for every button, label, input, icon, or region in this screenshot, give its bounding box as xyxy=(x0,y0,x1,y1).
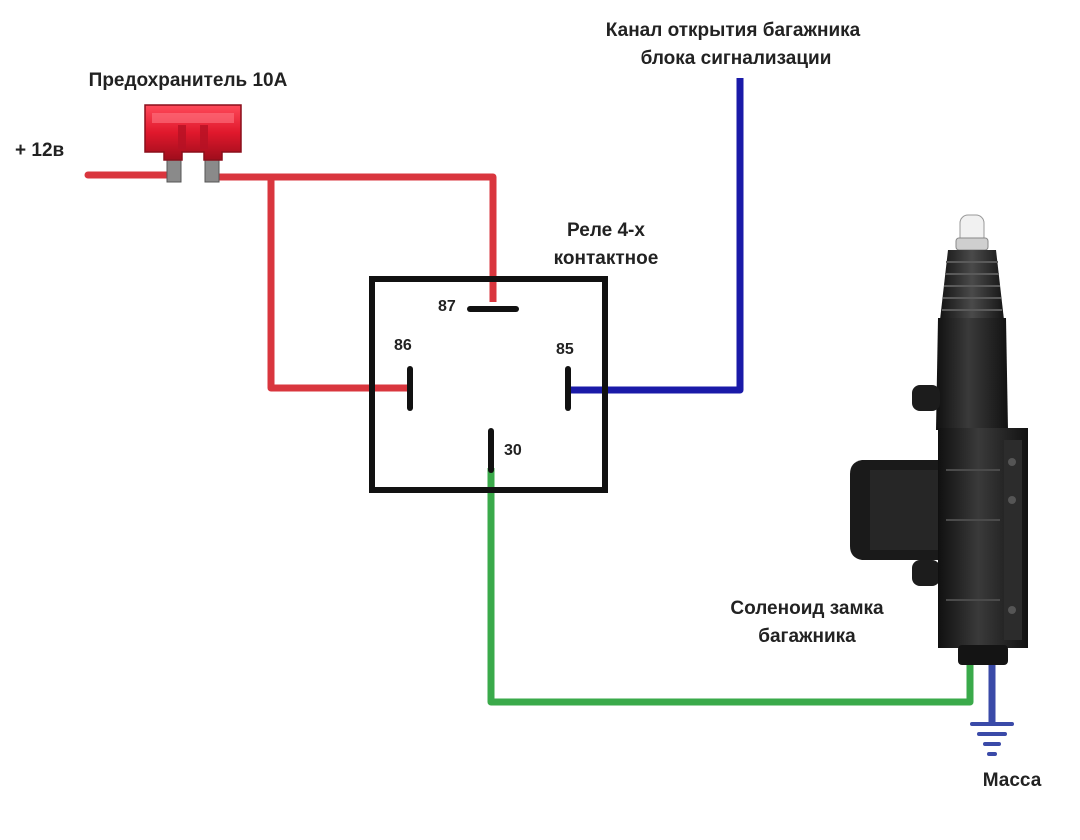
fuse-label: Предохранитель 10А xyxy=(89,70,288,91)
ground-symbol-icon xyxy=(970,722,1014,756)
solenoid-actuator-icon xyxy=(850,214,1028,665)
supply-label: + 12в xyxy=(15,140,64,161)
pin-87-label: 87 xyxy=(438,298,456,315)
pin-85-label: 85 xyxy=(556,341,574,358)
power-wire xyxy=(84,171,497,392)
ground-label: Масса xyxy=(983,770,1042,791)
signal-wire xyxy=(568,78,744,394)
output-wire xyxy=(487,468,974,706)
pin-30-label: 30 xyxy=(504,442,522,459)
pin-86-label: 86 xyxy=(394,337,412,354)
fuse-icon xyxy=(144,104,242,183)
alarm-channel-label-line1: Канал открытия багажника xyxy=(606,20,861,41)
relay-label-line2: контактное xyxy=(554,248,659,269)
solenoid-label-line2: багажника xyxy=(758,626,856,647)
solenoid-label-line1: Соленоид замка xyxy=(730,598,884,619)
relay-icon xyxy=(369,276,608,493)
relay-label-line1: Реле 4-х xyxy=(567,220,645,241)
alarm-channel-label-line2: блока сигнализации xyxy=(641,48,832,69)
